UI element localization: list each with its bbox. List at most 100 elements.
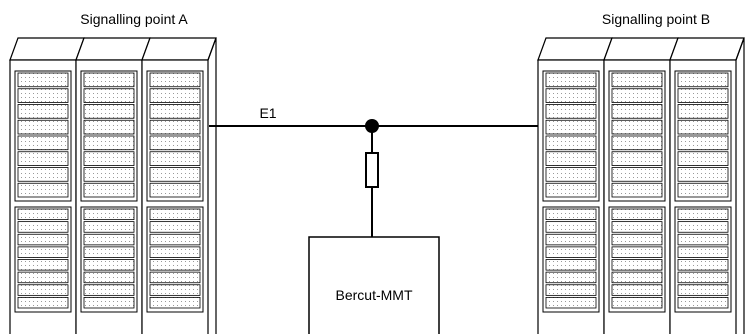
equipment-card — [83, 182, 135, 198]
equipment-card — [149, 259, 201, 271]
e1-link-label: E1 — [259, 105, 276, 121]
equipment-card — [149, 151, 201, 166]
equipment-card — [149, 208, 201, 221]
equipment-card — [149, 296, 201, 309]
equipment-card — [677, 296, 729, 309]
equipment-card — [149, 104, 201, 119]
equipment-card — [149, 72, 201, 88]
equipment-card — [17, 88, 69, 103]
equipment-card — [677, 271, 729, 284]
cabinet-top — [9, 37, 85, 61]
equipment-card — [17, 208, 69, 221]
signalling-point-b-label: Signalling point B — [602, 11, 710, 27]
cabinet-top — [75, 37, 151, 61]
cabinet-side — [735, 37, 745, 334]
equipment-card — [545, 259, 597, 271]
equipment-card — [611, 182, 663, 198]
equipment-card — [611, 119, 663, 135]
equipment-card — [83, 284, 135, 296]
equipment-card — [83, 88, 135, 103]
probe-resistor — [365, 152, 379, 188]
bercut-mmt-label: Bercut-MMT — [336, 287, 413, 303]
equipment-card — [677, 72, 729, 88]
cabinet-top — [141, 37, 217, 61]
equipment-card — [83, 104, 135, 119]
equipment-card — [545, 271, 597, 284]
equipment-card — [611, 135, 663, 151]
cabinet-top — [603, 37, 679, 61]
equipment-card — [545, 119, 597, 135]
equipment-card — [611, 88, 663, 103]
equipment-card — [149, 88, 201, 103]
equipment-card — [611, 246, 663, 258]
signalling-point-a-label: Signalling point A — [80, 11, 188, 27]
equipment-card — [17, 167, 69, 182]
equipment-card — [677, 88, 729, 103]
equipment-card — [149, 284, 201, 296]
equipment-card — [677, 221, 729, 233]
equipment-card — [677, 167, 729, 182]
equipment-card — [545, 233, 597, 246]
equipment-card — [545, 135, 597, 151]
equipment-card — [677, 284, 729, 296]
equipment-card — [677, 246, 729, 258]
equipment-card — [545, 88, 597, 103]
equipment-card — [545, 284, 597, 296]
equipment-card — [149, 233, 201, 246]
equipment-card — [611, 271, 663, 284]
equipment-card — [611, 104, 663, 119]
equipment-card — [611, 284, 663, 296]
equipment-card — [83, 151, 135, 166]
equipment-card — [611, 151, 663, 166]
equipment-card — [17, 271, 69, 284]
equipment-card — [677, 182, 729, 198]
bercut-mmt-box — [308, 236, 440, 334]
equipment-card — [17, 104, 69, 119]
equipment-card — [17, 182, 69, 198]
equipment-card — [545, 104, 597, 119]
equipment-card — [611, 72, 663, 88]
equipment-card — [149, 119, 201, 135]
equipment-card — [149, 271, 201, 284]
equipment-card — [149, 182, 201, 198]
equipment-card — [545, 167, 597, 182]
equipment-card — [83, 246, 135, 258]
equipment-card — [83, 221, 135, 233]
cabinet-top — [669, 37, 745, 61]
equipment-card — [545, 208, 597, 221]
equipment-card — [149, 135, 201, 151]
equipment-card — [149, 221, 201, 233]
equipment-card — [545, 221, 597, 233]
equipment-card — [545, 182, 597, 198]
equipment-card — [611, 221, 663, 233]
equipment-card — [545, 246, 597, 258]
equipment-card — [17, 135, 69, 151]
equipment-card — [611, 167, 663, 182]
equipment-card — [545, 151, 597, 166]
equipment-card — [83, 208, 135, 221]
equipment-card — [149, 246, 201, 258]
equipment-card — [17, 72, 69, 88]
cabinet-top — [537, 37, 613, 61]
signalling-point-a-rack — [9, 37, 217, 334]
equipment-card — [677, 259, 729, 271]
cabinet-side — [207, 37, 217, 334]
equipment-card — [677, 119, 729, 135]
equipment-card — [545, 296, 597, 309]
equipment-card — [83, 259, 135, 271]
equipment-card — [611, 208, 663, 221]
equipment-card — [83, 167, 135, 182]
equipment-card — [17, 221, 69, 233]
equipment-card — [83, 72, 135, 88]
equipment-card — [17, 284, 69, 296]
equipment-card — [677, 151, 729, 166]
equipment-card — [17, 119, 69, 135]
equipment-card — [149, 167, 201, 182]
equipment-card — [83, 233, 135, 246]
signalling-point-b-rack — [537, 37, 745, 334]
equipment-card — [611, 233, 663, 246]
equipment-card — [677, 135, 729, 151]
equipment-card — [83, 296, 135, 309]
equipment-card — [677, 233, 729, 246]
